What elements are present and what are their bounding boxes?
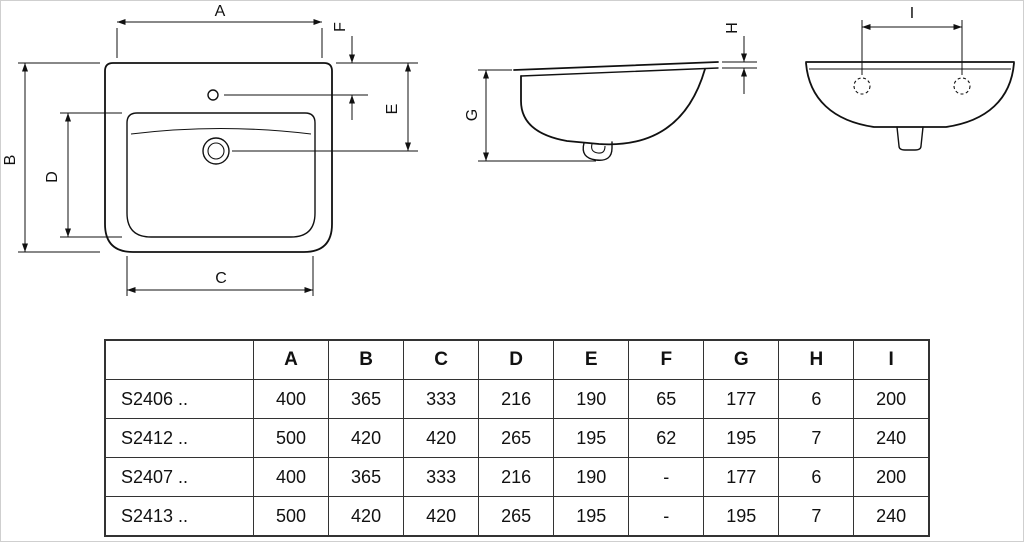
value-cell: 400 bbox=[252, 457, 330, 497]
value-cell: 65 bbox=[628, 379, 705, 419]
dimensions-table: A B C D E F G H I S2406 .. 400 365 333 2… bbox=[104, 339, 930, 537]
dim-label-f: F bbox=[332, 22, 349, 32]
value-cell: 365 bbox=[328, 457, 405, 497]
column-header-f: F bbox=[628, 339, 705, 380]
dimension-g: G bbox=[464, 69, 596, 162]
side-view: G H bbox=[464, 22, 757, 162]
dimension-h: H bbox=[722, 22, 757, 94]
table-row: S2412 .. 500 420 420 265 195 62 195 7 24… bbox=[104, 418, 930, 458]
fixing-hole-left bbox=[853, 77, 871, 95]
dimension-d: D bbox=[44, 112, 122, 238]
value-cell: 420 bbox=[403, 496, 480, 537]
value-cell: 240 bbox=[853, 496, 930, 537]
table-row: S2407 .. 400 365 333 216 190 - 177 6 200 bbox=[104, 457, 930, 497]
column-header-i: I bbox=[853, 339, 930, 380]
value-cell: 500 bbox=[252, 496, 330, 537]
value-cell: 333 bbox=[403, 379, 480, 419]
value-cell: 500 bbox=[252, 418, 330, 458]
dimension-i: I bbox=[861, 5, 963, 75]
value-cell: 365 bbox=[328, 379, 405, 419]
value-cell: 62 bbox=[628, 418, 705, 458]
table-header-row: A B C D E F G H I bbox=[104, 339, 930, 380]
dim-label-g: G bbox=[464, 109, 481, 121]
model-cell: S2412 .. bbox=[104, 418, 254, 458]
value-cell: 400 bbox=[252, 379, 330, 419]
inner-bowl-outline bbox=[126, 112, 316, 238]
value-cell: 216 bbox=[478, 379, 555, 419]
value-cell: 6 bbox=[778, 457, 855, 497]
value-cell: 216 bbox=[478, 457, 555, 497]
value-cell: 7 bbox=[778, 496, 855, 537]
value-cell: 200 bbox=[853, 379, 930, 419]
faucet-hole bbox=[207, 89, 219, 101]
dim-label-i: I bbox=[910, 5, 914, 22]
model-cell: S2413 .. bbox=[104, 496, 254, 537]
table-row: S2406 .. 400 365 333 216 190 65 177 6 20… bbox=[104, 379, 930, 419]
column-header-e: E bbox=[553, 339, 630, 380]
value-cell: 420 bbox=[328, 418, 405, 458]
bowl-ledge-line bbox=[130, 127, 312, 135]
basin-profile bbox=[520, 68, 706, 146]
column-header-d: D bbox=[478, 339, 555, 380]
dimension-e: E bbox=[232, 63, 418, 152]
dimension-c: C bbox=[126, 256, 314, 296]
value-cell: 177 bbox=[703, 379, 780, 419]
top-view: A B D C bbox=[2, 3, 418, 296]
basin-technical-drawings: A B D C bbox=[2, 3, 1015, 296]
value-cell: 190 bbox=[553, 457, 630, 497]
value-cell: 190 bbox=[553, 379, 630, 419]
dim-label-h: H bbox=[724, 22, 741, 34]
value-cell: 200 bbox=[853, 457, 930, 497]
value-cell: 333 bbox=[403, 457, 480, 497]
column-header-a: A bbox=[252, 339, 330, 380]
value-cell: 7 bbox=[778, 418, 855, 458]
dimension-a: A bbox=[116, 3, 323, 58]
value-cell: 195 bbox=[703, 496, 780, 537]
fixing-hole-right bbox=[953, 77, 971, 95]
front-body-outline bbox=[805, 62, 1015, 128]
column-header-c: C bbox=[403, 339, 480, 380]
dim-label-b: B bbox=[2, 155, 19, 166]
dim-label-a: A bbox=[215, 3, 226, 20]
drain-outer-circle bbox=[202, 137, 230, 165]
value-cell: 240 bbox=[853, 418, 930, 458]
front-view: I bbox=[805, 5, 1015, 151]
dimension-f: F bbox=[224, 22, 418, 120]
column-header-g: G bbox=[703, 339, 780, 380]
model-cell: S2407 .. bbox=[104, 457, 254, 497]
value-cell: 420 bbox=[328, 496, 405, 537]
value-cell: - bbox=[628, 457, 705, 497]
value-cell: 195 bbox=[703, 418, 780, 458]
value-cell: 420 bbox=[403, 418, 480, 458]
rim-under-line bbox=[520, 67, 719, 77]
value-cell: 265 bbox=[478, 496, 555, 537]
value-cell: 177 bbox=[703, 457, 780, 497]
model-column-header bbox=[104, 339, 254, 380]
drain-trap-outer bbox=[582, 141, 613, 161]
model-cell: S2406 .. bbox=[104, 379, 254, 419]
column-header-b: B bbox=[328, 339, 405, 380]
dim-label-e: E bbox=[384, 104, 401, 115]
value-cell: 6 bbox=[778, 379, 855, 419]
value-cell: 195 bbox=[553, 418, 630, 458]
drain-inner-circle bbox=[207, 142, 225, 160]
drain-trap-inner bbox=[591, 143, 606, 154]
table-row: S2413 .. 500 420 420 265 195 - 195 7 240 bbox=[104, 496, 930, 537]
value-cell: 265 bbox=[478, 418, 555, 458]
column-header-h: H bbox=[778, 339, 855, 380]
dim-label-c: C bbox=[215, 270, 227, 287]
value-cell: 195 bbox=[553, 496, 630, 537]
rim-top-line bbox=[513, 61, 719, 71]
dim-label-d: D bbox=[44, 171, 61, 183]
value-cell: - bbox=[628, 496, 705, 537]
front-drain-tab bbox=[896, 126, 924, 151]
basin-outline bbox=[104, 62, 333, 253]
dimension-b: B bbox=[2, 62, 100, 253]
